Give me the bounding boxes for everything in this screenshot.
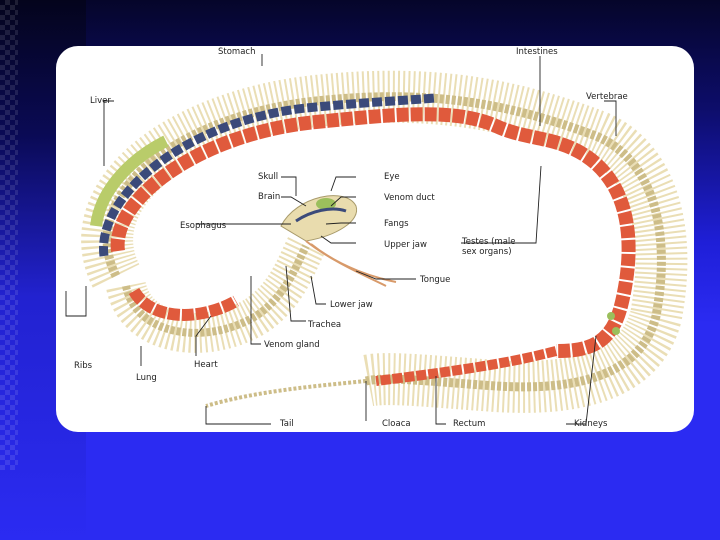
label-upper-jaw: Upper jaw <box>384 240 427 250</box>
label-tongue: Tongue <box>419 275 450 285</box>
label-skull: Skull <box>258 172 278 182</box>
leader-lines <box>65 54 617 425</box>
label-vertebrae: Vertebrae <box>586 92 628 102</box>
diagram-labels: Stomach Intestines Liver Vertebrae Skull… <box>74 47 628 429</box>
label-lung: Lung <box>136 373 157 383</box>
label-testes-2: sex organs) <box>462 247 512 257</box>
digestive-organ <box>110 107 636 358</box>
label-rectum: Rectum <box>453 419 485 429</box>
label-venom-duct: Venom duct <box>384 193 435 203</box>
label-lower-jaw: Lower jaw <box>330 300 373 310</box>
label-cloaca: Cloaca <box>382 419 411 429</box>
diagram-panel: Stomach Intestines Liver Vertebrae Skull… <box>56 46 694 432</box>
label-esophagus: Esophagus <box>180 221 227 231</box>
heart-region <box>128 287 239 321</box>
label-venom-gland: Venom gland <box>264 340 320 350</box>
label-eye: Eye <box>384 172 400 182</box>
label-brain: Brain <box>258 192 280 202</box>
snake-head <box>280 195 397 287</box>
label-trachea: Trachea <box>307 320 341 330</box>
rectum-organ <box>375 346 558 386</box>
label-heart: Heart <box>194 360 218 370</box>
snake-anatomy-diagram: Stomach Intestines Liver Vertebrae Skull… <box>65 47 688 429</box>
eye-marker <box>316 198 336 210</box>
slide-checker-pattern <box>0 0 18 470</box>
label-liver: Liver <box>90 96 111 106</box>
label-intestines: Intestines <box>516 47 558 57</box>
label-kidneys: Kidneys <box>574 419 608 429</box>
label-stomach: Stomach <box>218 47 255 57</box>
spine <box>102 92 666 392</box>
kidney-organs <box>607 312 620 335</box>
snake-tail <box>205 379 367 408</box>
label-testes-1: Testes (male <box>461 237 516 247</box>
label-fangs: Fangs <box>384 219 409 229</box>
label-tail: Tail <box>279 419 294 429</box>
label-ribs: Ribs <box>74 361 93 371</box>
lung-organ <box>99 93 437 257</box>
liver-organ <box>90 135 169 228</box>
